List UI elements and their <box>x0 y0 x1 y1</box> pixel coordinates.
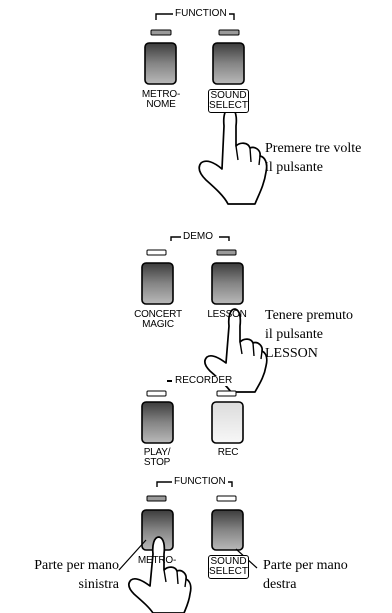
sound-select-bottom-line2: SELECT <box>209 566 248 577</box>
recorder-mark <box>167 380 172 382</box>
note-2-line3: LESSON <box>265 346 318 361</box>
label-metronome-top-2: NOME <box>146 99 176 110</box>
note-press-three-times: Premere tre volte il pulsante <box>265 139 361 177</box>
button-rec[interactable] <box>211 401 244 444</box>
leader-line-left <box>118 539 147 571</box>
label-concert-1: CONCERT <box>134 309 182 320</box>
hand-pointer-2 <box>204 308 268 393</box>
label-play-stop-1: PLAY/ <box>143 447 171 458</box>
note-right-hand: Parte per mano destra <box>263 556 348 594</box>
note-left-line1: Parte per mano <box>34 558 119 573</box>
sound-select-bottom-line1: SOUND <box>210 556 247 567</box>
group-label-function-bottom: FUNCTION <box>172 476 228 487</box>
led-rec <box>216 390 237 397</box>
note-left-hand: Parte per mano sinistra <box>4 556 119 594</box>
note-1-line2: il pulsante <box>265 160 323 175</box>
label-rec: REC <box>217 447 239 458</box>
label-play-stop-2: STOP <box>143 457 171 468</box>
group-label-demo: DEMO <box>181 231 215 242</box>
note-2-line1: Tenere premuto <box>265 308 354 323</box>
button-play-stop[interactable] <box>141 401 174 444</box>
led-lesson <box>216 249 237 256</box>
led-play-stop <box>146 390 167 397</box>
button-metronome-top[interactable] <box>144 42 177 85</box>
label-concert-2: MAGIC <box>142 319 174 330</box>
note-left-line2: sinistra <box>78 577 119 592</box>
group-label-recorder: RECORDER <box>173 375 235 386</box>
hand-pointer-1 <box>198 107 268 205</box>
group-label-function-top: FUNCTION <box>173 8 229 19</box>
note-hold-lesson: Tenere premuto il pulsante LESSON <box>265 306 353 363</box>
note-right-line1: Parte per mano <box>263 558 348 573</box>
label-metronome-top-1: METRO- <box>141 89 181 100</box>
sound-select-top-line1: SOUND <box>210 90 247 101</box>
led-metronome-top <box>150 29 172 36</box>
led-sound-select-top <box>218 29 240 36</box>
hand-pointer-3 <box>128 536 192 613</box>
note-1-line1: Premere tre volte <box>265 141 362 156</box>
led-metronome-bottom <box>146 495 167 502</box>
demo-bracket <box>170 236 230 241</box>
button-sound-select-top[interactable] <box>212 42 245 85</box>
button-sound-select-bottom[interactable] <box>211 509 244 551</box>
led-concert-magic <box>146 249 167 256</box>
label-sound-select-bottom: SOUND SELECT <box>208 555 249 579</box>
button-concert-magic[interactable] <box>141 262 174 305</box>
note-right-line2: destra <box>263 577 297 592</box>
button-lesson[interactable] <box>211 262 244 305</box>
sound-select-top-line2: SELECT <box>209 100 248 111</box>
label-sound-select-top: SOUND SELECT <box>208 89 249 113</box>
label-lesson: LESSON <box>207 309 247 320</box>
label-metronome-bottom-1: METRO- <box>137 555 177 566</box>
note-2-line2: il pulsante <box>265 327 323 342</box>
led-sound-select-bottom <box>216 495 237 502</box>
